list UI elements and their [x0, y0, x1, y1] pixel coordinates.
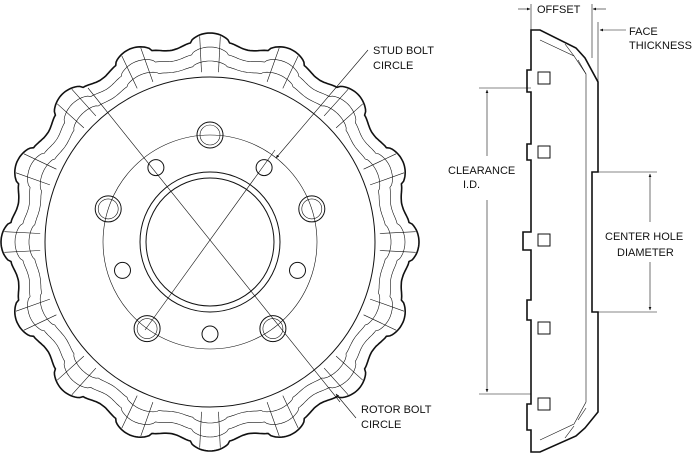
bolt-5: [537, 397, 551, 411]
rotor-bolt-label-1: ROTOR BOLT: [361, 404, 432, 416]
rib-mark-0-0: [379, 231, 416, 234]
rib-mark-4-1: [199, 411, 202, 448]
rib-mark-8-0: [4, 250, 41, 253]
front-view: STUD BOLT CIRCLE ROTOR BOLT CIRCLE: [0, 32, 434, 452]
side-hatch-3: [564, 425, 575, 439]
rib-mark-15-1: [369, 172, 405, 186]
side-hatch-2: [577, 59, 587, 75]
stud-hole-0: [196, 121, 224, 149]
stud-hole-0-inner: [199, 124, 221, 146]
rotor-bolt-hole-4: [147, 159, 165, 177]
center-hole-inner: [145, 177, 275, 307]
rib-mark-7-1: [15, 298, 51, 312]
rotor-bolt-leader: [335, 393, 357, 419]
bolt-4: [537, 321, 551, 335]
side-hatch-4: [577, 407, 587, 421]
stud-hole-2: [259, 315, 287, 343]
rib-mark-11-1: [140, 47, 154, 83]
face-circle: [44, 76, 376, 408]
rib-mark-6-1: [56, 355, 85, 381]
stud-hole-4-inner: [97, 198, 119, 220]
rib-mark-2-1: [323, 367, 349, 396]
offset-label: OFFSET: [537, 4, 581, 16]
rib-mark-12-1: [218, 36, 221, 73]
stud-bolt-leader: [275, 49, 369, 159]
rim-inner-edge: [14, 46, 406, 438]
rib-mark-1-0: [369, 298, 405, 312]
rib-mark-13-0: [266, 47, 280, 83]
rib-mark-10-1: [71, 88, 97, 117]
diameter-line-b: [144, 149, 276, 331]
face-label-2: THICKNESS: [629, 40, 692, 52]
rib-mark-3-1: [266, 401, 280, 437]
rotor-bolt-hole-1: [289, 261, 306, 279]
rib-mark-2-0: [335, 355, 364, 381]
rib-mark-7-0: [23, 314, 57, 331]
rib-mark-9-1: [23, 153, 57, 170]
stud-bolt-circle-line: [102, 134, 318, 350]
bolt-3: [537, 233, 551, 247]
rib-mark-1-1: [363, 314, 397, 331]
stud-hole-3-inner: [136, 318, 158, 339]
stud-bolt-label-1: STUD BOLT: [373, 45, 434, 57]
scalloped-outer-rim: [0, 32, 420, 452]
rib-mark-4-0: [218, 411, 221, 448]
stud-hole-4: [94, 195, 122, 223]
stud-hole-1: [298, 195, 326, 223]
rib-mark-14-1: [335, 103, 364, 129]
rib-mark-11-0: [121, 55, 138, 89]
rib-mark-5-0: [140, 401, 154, 437]
side-hatch-1: [564, 43, 575, 57]
rib-mark-15-0: [363, 153, 397, 170]
bolt-2: [537, 145, 551, 159]
rotor-bolt-hole-3: [114, 261, 131, 279]
rib-mark-10-0: [56, 103, 85, 129]
rim-rib-marks: [4, 36, 416, 448]
rib-mark-0-1: [379, 250, 416, 253]
rib-mark-13-1: [282, 55, 299, 89]
rib-mark-14-0: [323, 88, 349, 117]
center-hole-label-1: CENTER HOLE: [605, 231, 683, 243]
stud-bolt-label-2: CIRCLE: [373, 60, 413, 72]
diameter-line-a: [87, 87, 341, 403]
rotor-bolt-label-2: CIRCLE: [361, 419, 401, 431]
stud-hole-1-inner: [301, 198, 323, 220]
bolt-1: [537, 71, 551, 85]
clearance-label-2: I.D.: [463, 179, 480, 191]
rotor-bolt-hole-2: [201, 325, 219, 343]
clearance-label-1: CLEARANCE: [448, 165, 515, 177]
stud-holes: [94, 121, 326, 343]
rotor-bolt-hole-0: [255, 159, 273, 177]
rotor-bolt-holes: [114, 159, 306, 343]
rib-mark-9-0: [15, 172, 51, 186]
hat-section-outline: [522, 29, 599, 453]
hat-section-inner: [539, 39, 587, 441]
face-label-1: FACE: [629, 26, 658, 38]
side-view: OFFSET FACE THICKNESS CLEARANCE I.D. CEN…: [448, 4, 692, 453]
rib-mark-3-0: [282, 395, 299, 429]
rib-mark-6-0: [71, 367, 97, 396]
rim-inner-edge-2: [28, 60, 392, 424]
rib-mark-8-1: [4, 231, 41, 234]
rib-mark-5-1: [121, 395, 138, 429]
stud-hole-3: [133, 315, 161, 343]
center-hole-label-2: DIAMETER: [617, 247, 674, 259]
rib-mark-12-0: [199, 36, 202, 73]
center-hole-outer: [139, 171, 281, 313]
